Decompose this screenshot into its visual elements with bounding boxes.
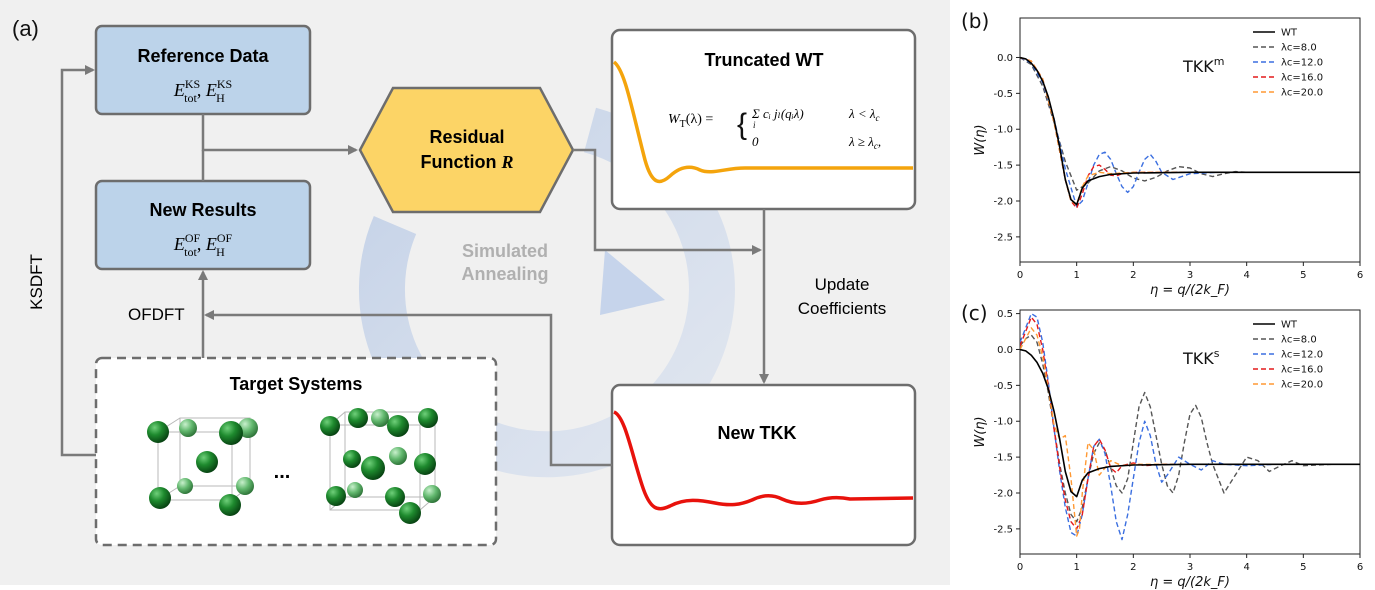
truncated-wt-curve: [612, 60, 913, 184]
chart-c-x-axis-label: η = q/(2k_F): [1150, 575, 1230, 590]
chart-c-y-axis-label: W(η): [973, 416, 988, 447]
chart-b-y-tick-label: -1.5: [993, 161, 1013, 172]
chart-b-legend-label: WT: [1281, 28, 1298, 39]
ksdft-label: KSDFT: [27, 254, 46, 310]
chart-c-annotation: TKKs: [1182, 347, 1220, 368]
chart-b-svg: (b) 0 1 2 3 4 5 6 0.0 -0.5 -1.0 -1.5 -2.0 -2.5 η = q/(…: [961, 9, 1363, 298]
equation-case1: Σ cᵢ jₗ(qᵢλ): [751, 106, 804, 121]
chart-b-y-tick-label: -0.5: [993, 89, 1013, 100]
crystal-structure-1: [147, 417, 258, 516]
equation-case2: 0: [752, 134, 759, 149]
update-line2: Coefficients: [798, 299, 887, 318]
new-tkk-title: New TKK: [717, 423, 796, 443]
chart-c-legend-label: λc=16.0: [1281, 365, 1323, 376]
chart-c-legend-label: WT: [1281, 320, 1298, 331]
residual-line1: Residual: [429, 127, 504, 147]
chart-c-series-line: [1020, 334, 1360, 523]
chart-b-x-tick-label: 3: [1187, 270, 1193, 281]
chart-c-x-tick-label: 6: [1357, 562, 1363, 573]
chart-c-x-tick-label: 1: [1073, 562, 1079, 573]
equation-brace: {: [737, 108, 747, 141]
chart-b-y-axis-label: W(η): [973, 124, 988, 155]
chart-b-y-tick-label: 0.0: [997, 53, 1013, 64]
chart-c-y-tick-label: -2.5: [993, 524, 1013, 535]
chart-b-y-tick-label: -2.0: [993, 197, 1013, 208]
crystal-structure-2: [320, 408, 441, 524]
chart-c-y-tick-label: 0.5: [997, 309, 1013, 320]
chart-c: (c) 0 1 2 3 4 5 6 0.5 0.0 -0.5 -1.0 -1.5 -2.0 -2.5 η = …: [955, 292, 1375, 590]
panel-a-label: (a): [12, 16, 39, 41]
chart-b-plot-area: [1019, 17, 1361, 263]
equation-case1-condition: λ < λc: [848, 106, 880, 123]
equation-case2-condition: λ ≥ λc,: [848, 134, 881, 151]
chart-b-x-tick-label: 4: [1243, 270, 1249, 281]
chart-b-x-tick-label: 1: [1073, 270, 1079, 281]
chart-b-x-tick-label: 6: [1357, 270, 1363, 281]
truncated-wt-title: Truncated WT: [704, 50, 823, 70]
chart-b-legend-label: λc=12.0: [1281, 58, 1323, 69]
chart-c-legend-label: λc=12.0: [1281, 350, 1323, 361]
chart-c-series-line: [1020, 348, 1360, 498]
equation-case1-index: i: [753, 120, 756, 130]
chart-b-legend-label: λc=8.0: [1281, 43, 1317, 54]
chart-b-x-tick-label: 5: [1300, 270, 1306, 281]
simulated-annealing-line2: Annealing: [461, 264, 548, 284]
chart-b-y-tick-label: -1.0: [993, 125, 1013, 136]
chart-c-y-tick-label: -2.0: [993, 489, 1013, 500]
chart-b-x-tick-label: 2: [1130, 270, 1136, 281]
chart-b: (b) 0 1 2 3 4 5 6 0.0 -0.5 -1.0 -1.5 -2.0 -2.5 η = q/(…: [955, 0, 1375, 298]
reference-data-title: Reference Data: [137, 46, 269, 66]
chart-c-svg: (c) 0 1 2 3 4 5 6 0.5 0.0 -0.5 -1.0 -1.5 -2.0 -2.5 η = …: [961, 301, 1363, 590]
truncated-wt-box: Truncated WT WT(λ) = { Σ cᵢ jₗ(qᵢλ) i λ …: [610, 28, 917, 211]
chart-c-x-tick-label: 4: [1243, 562, 1249, 573]
chart-c-x-tick-label: 3: [1187, 562, 1193, 573]
chart-b-y-tick-label: -2.5: [993, 232, 1013, 243]
chart-c-y-tick-label: -1.5: [993, 453, 1013, 464]
update-line1: Update: [815, 275, 870, 294]
panel-a-diagram: (a) Simulated Annealing Reference Data E…: [0, 0, 950, 585]
chart-b-series-line: [1020, 56, 1360, 206]
flow-arrows: [60, 65, 769, 467]
chart-c-series-line: [1020, 312, 1360, 541]
chart-b-x-tick-label: 0: [1017, 270, 1023, 281]
target-systems-box: Target Systems ...: [94, 356, 498, 547]
ofdft-label: OFDFT: [128, 305, 185, 324]
chart-c-x-tick-label: 2: [1130, 562, 1136, 573]
chart-c-legend-label: λc=20.0: [1281, 380, 1323, 391]
chart-c-x-tick-label: 5: [1300, 562, 1306, 573]
new-tkk-curve: [613, 410, 914, 511]
chart-c-y-tick-label: 0.0: [997, 345, 1013, 356]
chart-c-plot-area: [1019, 309, 1361, 555]
chart-c-legend-label: λc=8.0: [1281, 335, 1317, 346]
simulated-annealing-line1: Simulated: [462, 241, 548, 261]
chart-b-legend-label: λc=20.0: [1281, 88, 1323, 99]
chart-c-y-tick-label: -1.0: [993, 417, 1013, 428]
target-systems-title: Target Systems: [230, 374, 363, 394]
residual-line2: Function R: [420, 152, 513, 172]
chart-c-panel-label: (c): [961, 301, 988, 325]
target-systems-ellipsis: ...: [274, 461, 291, 483]
chart-c-x-tick-label: 0: [1017, 562, 1023, 573]
new-results-title: New Results: [149, 200, 256, 220]
chart-b-x-axis-label: η = q/(2k_F): [1150, 283, 1230, 298]
diagram-canvas: (a) Simulated Annealing Reference Data E…: [0, 0, 950, 585]
truncated-wt-equation-lhs: WT(λ) =: [668, 112, 713, 130]
new-tkk-box: New TKK: [610, 383, 917, 547]
chart-c-series-line: [1020, 316, 1360, 530]
chart-b-panel-label: (b): [961, 9, 989, 33]
chart-b-legend-label: λc=16.0: [1281, 73, 1323, 84]
chart-c-y-tick-label: -0.5: [993, 381, 1013, 392]
residual-function-hexagon: Residual Function R: [358, 86, 575, 214]
chart-b-series-line: [1020, 56, 1360, 208]
